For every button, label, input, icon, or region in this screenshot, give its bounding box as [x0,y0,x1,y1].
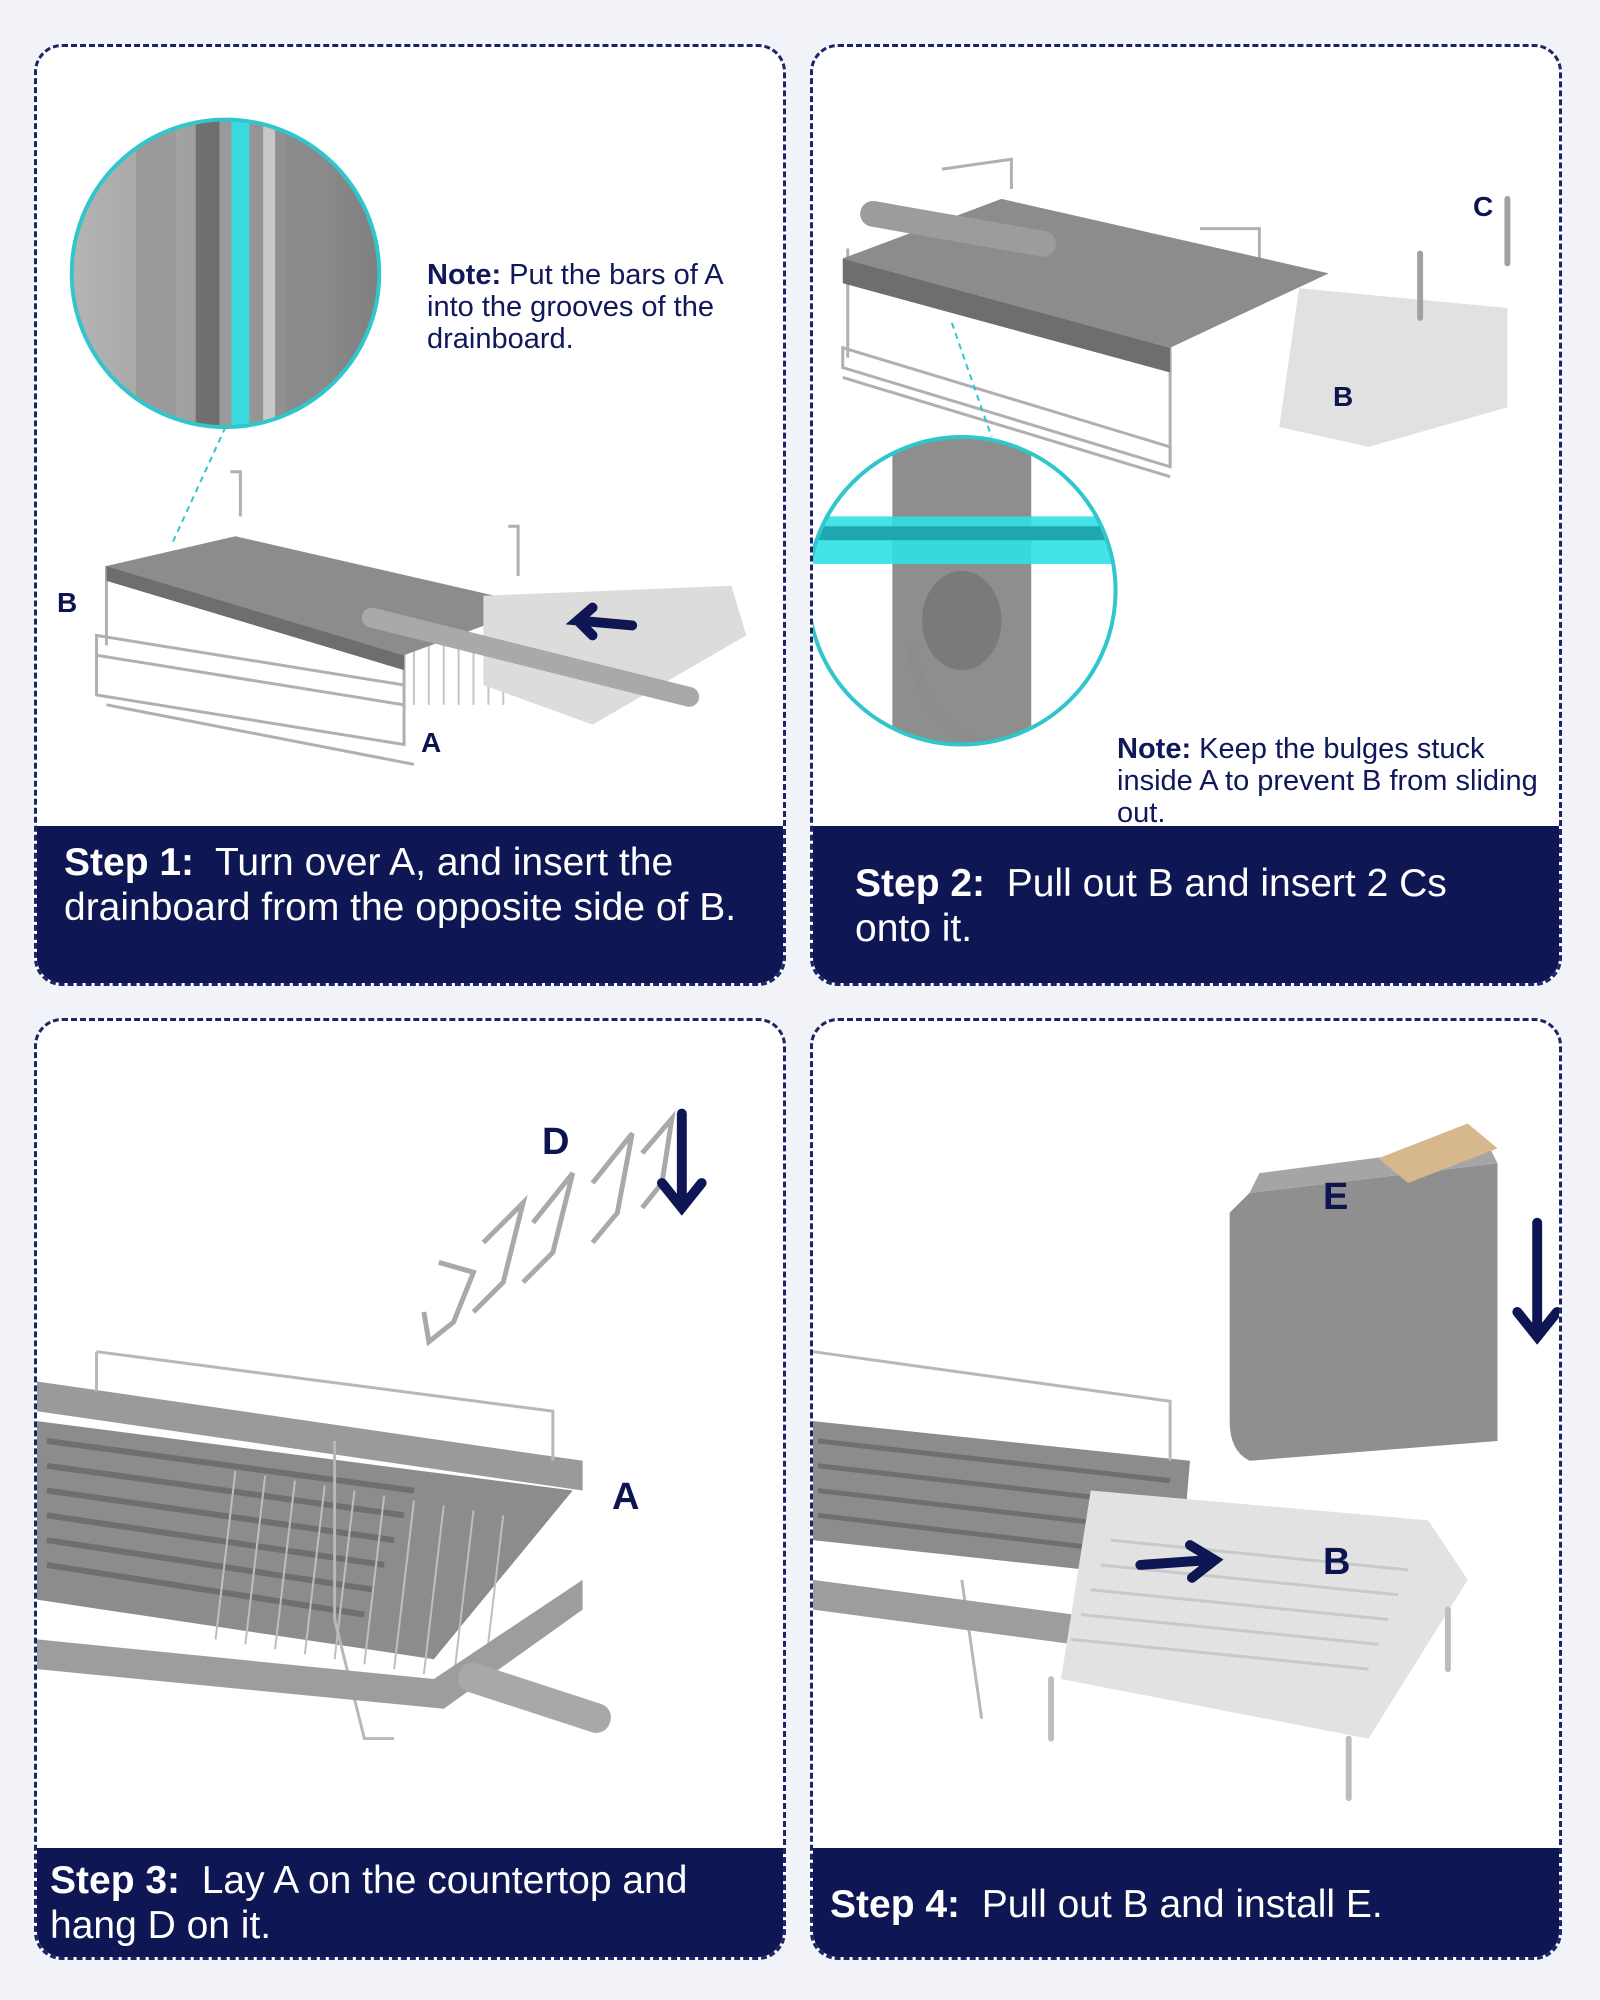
drainboard-b [483,585,747,725]
step-1-banner: Step 1: Turn over A, and insert the drai… [37,826,783,983]
step-1-panel: Note: Put the bars of A into the grooves… [34,44,786,986]
step-2-panel: C B Note: Keep the bulges stuck inside A… [810,44,1562,986]
step-4-label-b: B [1323,1541,1351,1583]
pull-out-arrow-icon [1135,1540,1224,1583]
utensil-holder-e [1229,1163,1498,1461]
hooks-d [421,1110,676,1347]
step-2-label-c: C [1473,191,1494,222]
step-4-text: Pull out B and install E. [981,1882,1383,1926]
step-1-note-text: Put the bars of A into the grooves of th… [427,259,722,355]
step-2-label: Step 2: [855,862,986,905]
step-4-banner: Step 4: Pull out B and install E. [813,1848,1559,1957]
knife-block-insert [1378,1123,1498,1184]
step-4-label-e: E [1323,1176,1349,1218]
step-3-panel: D A Step 3: Lay A on the countertop and … [34,1018,786,1960]
step-2-note-text: Keep the bulges stuck inside A to preven… [1117,733,1538,829]
step-1-label-a: A [421,727,442,758]
step-4-label: Step 4: [830,1882,961,1926]
drainboard-legs [1048,1606,1451,1802]
step-1-label: Step 1: [64,841,195,884]
spout [457,1662,611,1733]
rack-top-bar [37,1381,583,1491]
zoom-detail-groove [71,119,380,428]
peg-c-parts [1417,195,1511,321]
step-3-label: Step 3: [50,1859,181,1902]
step-2-label-b: B [1333,381,1354,412]
step-1-note-label: Note: [427,259,502,291]
step-1-label-b: B [57,587,78,618]
plate-holders [214,1470,505,1685]
drainboard-b [1061,1490,1468,1739]
rack-wires [95,1350,555,1741]
step-4-illustration [813,1123,1559,1802]
step-3-label-d: D [542,1121,570,1163]
drainboard-b [1279,288,1508,447]
insert-arrow-icon [565,602,638,641]
down-arrow-icon [657,1108,707,1216]
down-arrow-icon [1512,1217,1559,1345]
step-3-banner: Step 3: Lay A on the countertop and hang… [37,1848,783,1957]
step-2-note: Note: Keep the bulges stuck inside A to … [1117,733,1557,829]
zoom-detail-bulge [813,437,1116,745]
step-2-note-label: Note: [1117,733,1192,765]
step-2-text: Pull out B and insert 2 Cs onto it. [855,862,1447,950]
spout [361,607,700,707]
step-1-note: Note: Put the bars of A into the grooves… [427,259,767,355]
step-4-panel: E B Step 4: Pull out B and install E. [810,1018,1562,1960]
step-3-illustration [37,1108,707,1741]
dish-rack-a [95,470,520,766]
spout [860,200,1056,257]
step-1-illustration [69,117,747,766]
drainboard-tray [37,1579,583,1709]
step-3-label-a: A [612,1476,640,1518]
drainboard-ridges [1070,1538,1409,1671]
step-1-text: Turn over A, and insert the drainboard f… [64,841,737,929]
step-2-banner: Step 2: Pull out B and insert 2 Cs onto … [813,826,1559,983]
zoom-circle [813,435,1118,747]
rack-slats [46,1438,415,1618]
step-2-illustration [813,157,1511,747]
step-3-text: Lay A on the countertop and hang D on it… [50,1859,688,1947]
